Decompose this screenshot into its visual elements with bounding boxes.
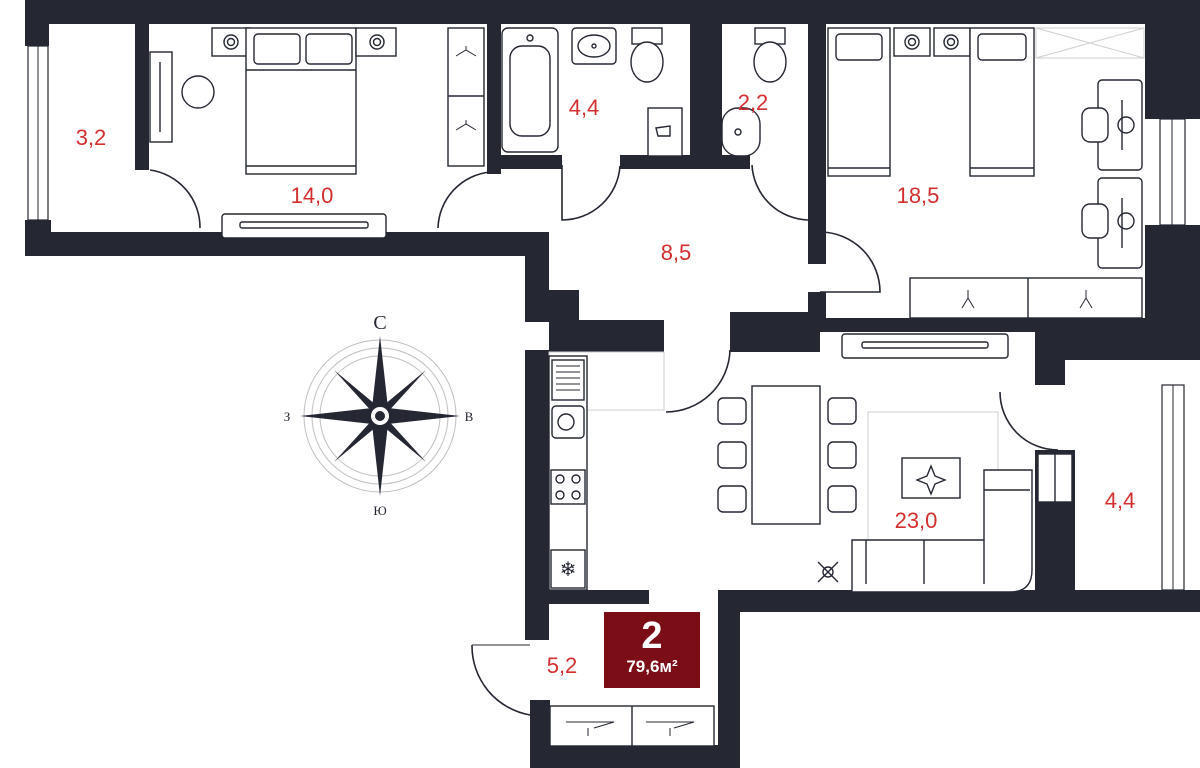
total-area: 79,6м²	[626, 657, 678, 676]
wall-living-south	[718, 590, 1078, 612]
compass-north-label: С	[373, 312, 386, 334]
wall-balcony-east-top	[1065, 330, 1200, 360]
wall-kitchen-south	[549, 590, 649, 604]
compass-rose: С Ю З В	[284, 312, 474, 518]
wall-top	[25, 0, 1200, 24]
wall-bath-south-left	[487, 155, 562, 169]
compass-east-label: В	[465, 409, 474, 424]
wall-kids-east-bottom	[1145, 225, 1200, 325]
room-count: 2	[641, 615, 663, 657]
dining-chair-1	[717, 397, 747, 425]
stool	[181, 75, 215, 109]
corner-sofa	[851, 469, 1033, 593]
doors	[149, 164, 1059, 716]
dishwasher	[551, 359, 585, 401]
chair-kids-1	[1081, 107, 1109, 143]
fridge	[550, 549, 586, 589]
sink-bathroom	[571, 27, 617, 65]
washing-machine	[647, 107, 683, 157]
area-labels: 3,2 14,0 4,4 2,2 18,5 8,5 23,0 4,4 5,2	[76, 90, 1136, 678]
dressing-table	[149, 51, 173, 143]
door-bathroom	[561, 165, 621, 221]
wall-kids-east-top	[1145, 24, 1200, 119]
door-wc	[751, 164, 809, 221]
wardrobe-kids	[909, 277, 1143, 319]
area-balcony-east: 4,4	[1105, 488, 1136, 513]
nightstand-kids-1	[893, 27, 931, 57]
area-bedroom: 14,0	[291, 183, 334, 208]
wall-hall-west	[525, 232, 549, 322]
area-entrance: 5,2	[547, 653, 578, 678]
compass-south-label: Ю	[373, 503, 386, 518]
chair-kids-2	[1081, 203, 1109, 239]
door-balcony-west	[149, 169, 201, 229]
nightstand-kids-2	[933, 27, 971, 57]
compass-west-label: З	[284, 409, 291, 424]
nightstand-left	[211, 27, 251, 57]
wall-wc-south	[690, 155, 750, 169]
wall-kitchen-west	[525, 350, 549, 640]
area-hall: 8,5	[661, 240, 692, 265]
wall-top-left-corner	[25, 0, 49, 46]
svg-text:❄: ❄	[560, 557, 577, 581]
dining-chair-2	[717, 441, 747, 469]
wall-bath-wc	[690, 24, 722, 169]
wall-bath-south-right	[620, 155, 690, 169]
nightstand-right	[355, 27, 397, 57]
area-kids-room: 18,5	[897, 183, 940, 208]
kitchen-furniture: ❄	[548, 333, 1033, 593]
wall-kids-south	[820, 318, 1200, 332]
dining-table	[751, 385, 821, 525]
wc-furniture	[721, 27, 787, 157]
area-bathroom: 4,4	[569, 95, 600, 120]
coffee-table	[901, 457, 961, 499]
area-balcony-west: 3,2	[76, 125, 107, 150]
lamp-icon	[817, 561, 839, 583]
balcony-entrance-furniture	[549, 453, 1073, 747]
dining-chair-3	[717, 485, 747, 513]
door-entrance	[471, 644, 531, 716]
wardrobe-bedroom	[447, 27, 485, 167]
wall-balcony-east-south	[1075, 590, 1200, 612]
door-bedroom	[437, 171, 491, 229]
apartment-badge: 2 79,6м²	[604, 612, 700, 688]
wall-bedroom-bath-low	[487, 232, 507, 256]
area-wc: 2,2	[738, 90, 769, 115]
shelf-kids	[1035, 27, 1145, 59]
wall-entrance-east	[718, 590, 740, 768]
dining-chair-6	[827, 485, 857, 513]
windows	[27, 45, 1186, 591]
kitchen-sink	[551, 405, 585, 439]
wall-hall-south-right	[730, 312, 820, 352]
stove	[550, 469, 586, 505]
door-living	[665, 349, 731, 413]
wall-hall-west-step	[549, 290, 579, 322]
wall-hall-south-left	[549, 320, 664, 352]
door-balcony-east	[999, 391, 1059, 451]
wall-entrance-south	[530, 745, 740, 768]
area-living-kitchen: 23,0	[895, 508, 938, 533]
bathroom-furniture	[501, 27, 683, 157]
dining-chair-4	[827, 397, 857, 425]
kids-furniture	[827, 27, 1145, 319]
wall-living-pillar	[1035, 330, 1065, 385]
bedroom-furniture	[149, 27, 485, 239]
wall-balcony-bedroom	[135, 24, 149, 170]
door-kids-room	[819, 231, 881, 293]
walls	[25, 0, 1200, 768]
wall-wc-kids	[808, 24, 826, 264]
wall-bedroom-bath	[487, 24, 501, 174]
dining-chair-5	[827, 441, 857, 469]
